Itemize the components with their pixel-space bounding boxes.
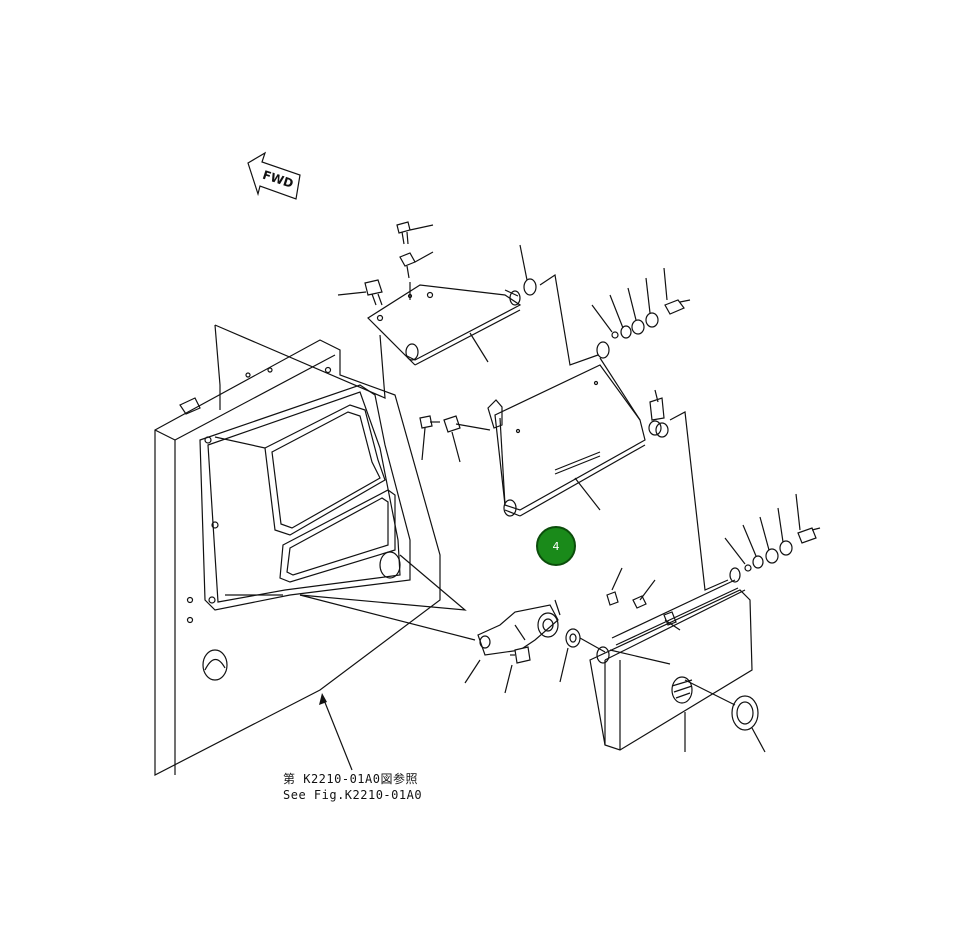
bolt-mid-2 [443, 415, 491, 463]
figure-reference-jp: 第 K2210-01A0図参照 [283, 772, 418, 786]
spring-part [559, 628, 606, 683]
bolt-mid-1 [419, 415, 440, 461]
nut-small [632, 579, 656, 609]
leader-lines-panel [214, 324, 386, 399]
middle-plate [487, 341, 646, 517]
clip-top [399, 251, 434, 279]
lower-door-panel [589, 567, 753, 752]
top-bracket-plate [367, 284, 522, 366]
pin-small-1 [606, 567, 623, 606]
callout-label: 4 [553, 540, 560, 553]
washer-stack-lower [724, 493, 821, 572]
bolt-top-2 [337, 279, 383, 306]
grommet [684, 679, 766, 753]
cab-side-panel [154, 339, 441, 776]
callout-marker-4[interactable]: 4 [536, 526, 576, 566]
fwd-arrow-icon: FWD [247, 151, 301, 200]
hinge-bracket [464, 599, 561, 684]
clip-middle [648, 389, 669, 438]
caption-leader-arrow [319, 693, 353, 771]
ring-top [519, 244, 537, 296]
washer-stack-upper [591, 267, 691, 339]
bolt-top-1 [396, 221, 434, 245]
figure-reference-en: See Fig.K2210-01A0 [283, 788, 423, 802]
bolt-lower [504, 646, 531, 694]
